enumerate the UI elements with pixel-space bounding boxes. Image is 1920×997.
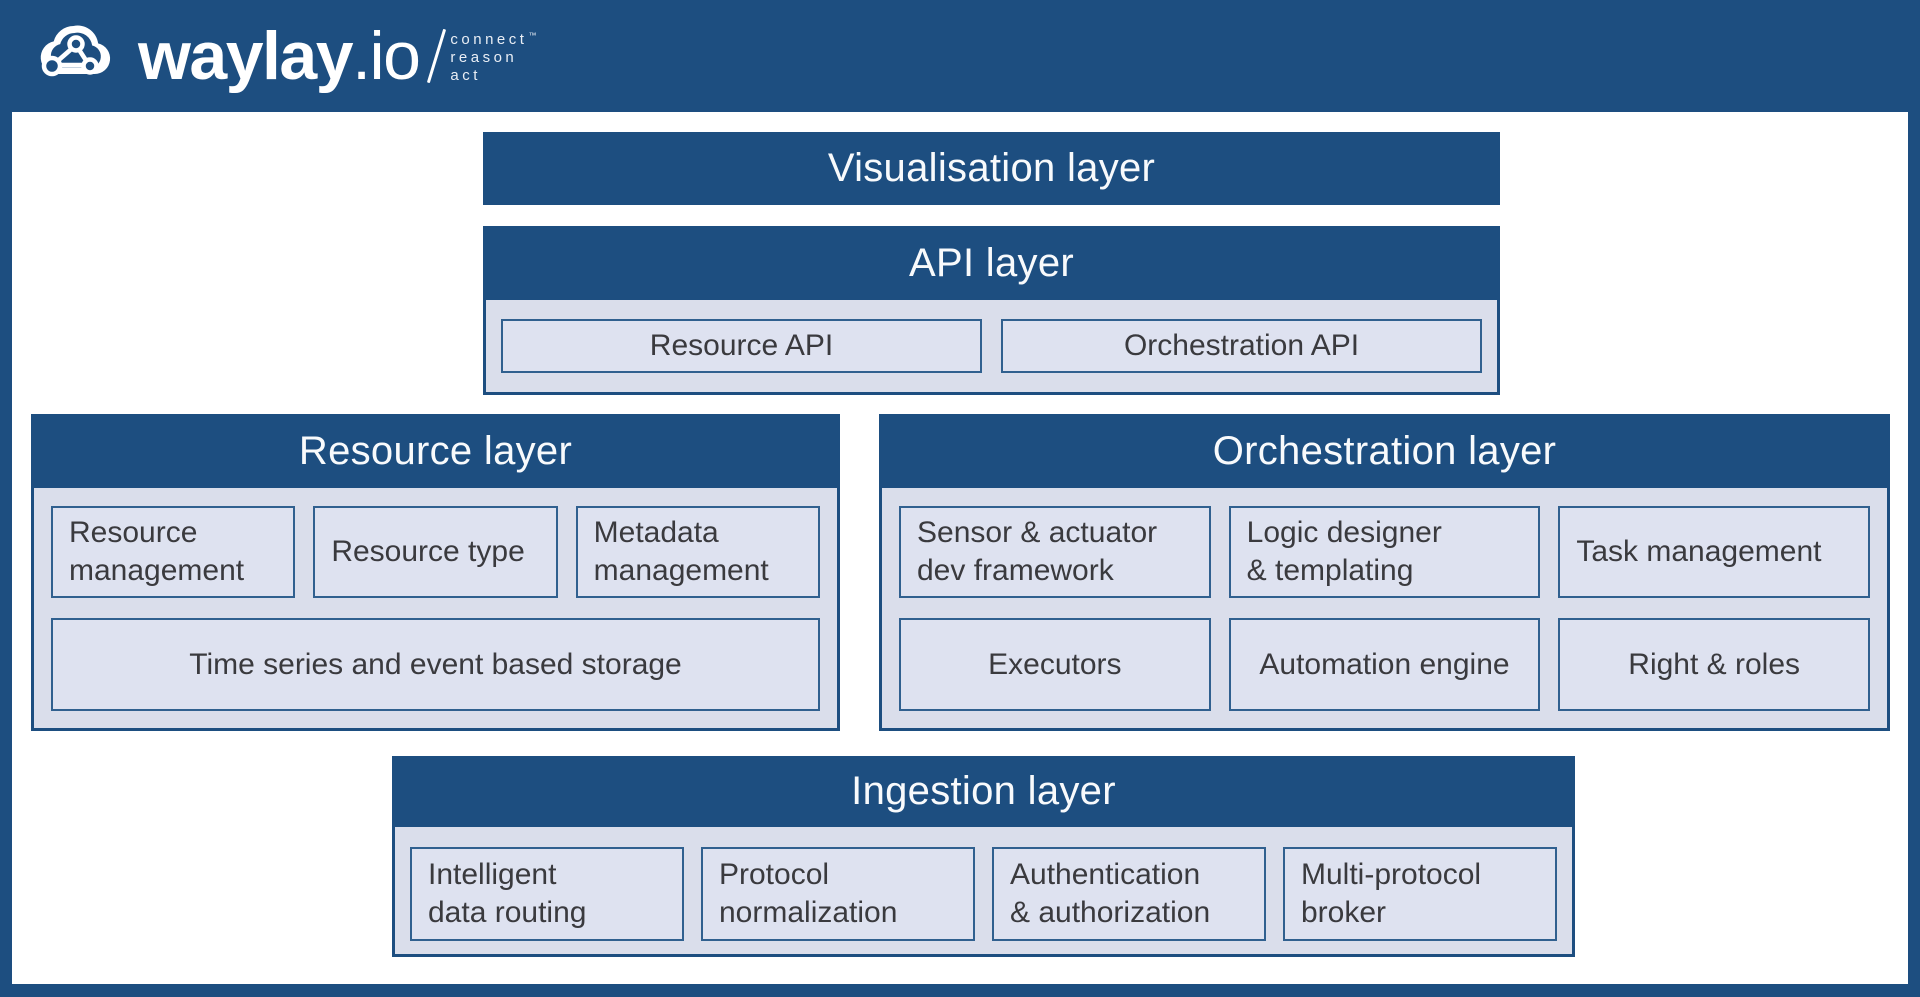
resource-layer-row-1: Resource management Resource type Metada… <box>51 506 820 598</box>
box-resource-management: Resource management <box>51 506 296 598</box>
waylay-cloud-icon <box>40 25 111 77</box>
logo-text-io: .io <box>352 18 421 94</box>
box-orchestration-api: Orchestration API <box>1001 319 1482 373</box>
frame-bottom-border <box>0 984 1920 997</box>
trademark-symbol: ™ <box>528 31 537 40</box>
tagline-act: act <box>450 67 481 84</box>
tagline-reason: reason <box>450 49 518 66</box>
box-automation-engine: Automation engine <box>1228 618 1541 711</box>
orchestration-layer-title: Orchestration layer <box>879 414 1890 488</box>
orchestration-layer-row-2: Executors Automation engine Right & role… <box>899 618 1871 711</box>
frame-left-border <box>0 112 12 997</box>
visualisation-layer-title: Visualisation layer <box>827 146 1156 190</box>
box-time-series-storage: Time series and event based storage <box>51 618 820 711</box>
tagline-connect: connect™ <box>450 31 537 48</box>
ingestion-layer-block: Ingestion layer Intelligent data routing… <box>392 756 1575 957</box>
brand-tagline: connect™ reason act <box>450 27 536 85</box>
resource-layer-title: Resource layer <box>31 414 840 488</box>
orchestration-layer-block: Orchestration layer Sensor & actuator de… <box>879 414 1890 731</box>
api-layer-block: API layer Resource API Orchestration API <box>483 226 1500 395</box>
top-banner: waylay.io connect™ reason act <box>0 0 1920 112</box>
box-task-management: Task management <box>1558 506 1871 598</box>
logo-wordmark: waylay.io <box>138 22 421 90</box>
tagline-slash <box>427 28 447 84</box>
box-multi-protocol-broker: Multi-protocol broker <box>1283 847 1557 941</box>
box-metadata-management: Metadata management <box>575 506 820 598</box>
waylay-logo: waylay.io connect™ reason act <box>28 18 536 94</box>
box-resource-type: Resource type <box>313 506 558 598</box>
ingestion-layer-title: Ingestion layer <box>392 756 1575 827</box>
resource-layer-body: Resource management Resource type Metada… <box>31 488 840 731</box>
logo-text-waylay: waylay <box>138 18 354 94</box>
box-resource-api: Resource API <box>501 319 982 373</box>
ingestion-layer-body: Intelligent data routing Protocol normal… <box>392 827 1575 957</box>
box-logic-designer-templating: Logic designer & templating <box>1228 506 1541 598</box>
box-authentication-authorization: Authentication & authorization <box>992 847 1266 941</box>
box-executors: Executors <box>899 618 1211 711</box>
box-intelligent-data-routing: Intelligent data routing <box>410 847 684 941</box>
box-sensor-actuator-framework: Sensor & actuator dev framework <box>899 506 1211 598</box>
resource-layer-row-2: Time series and event based storage <box>51 618 820 711</box>
box-right-and-roles: Right & roles <box>1558 618 1871 711</box>
box-protocol-normalization: Protocol normalization <box>701 847 975 941</box>
api-layer-title: API layer <box>483 226 1500 300</box>
resource-layer-block: Resource layer Resource management Resou… <box>31 414 840 731</box>
api-layer-body: Resource API Orchestration API <box>483 300 1500 395</box>
frame-right-border <box>1908 112 1920 997</box>
orchestration-layer-row-1: Sensor & actuator dev framework Logic de… <box>899 506 1871 598</box>
orchestration-layer-body: Sensor & actuator dev framework Logic de… <box>879 488 1890 731</box>
visualisation-layer-bar: Visualisation layer <box>483 132 1500 205</box>
